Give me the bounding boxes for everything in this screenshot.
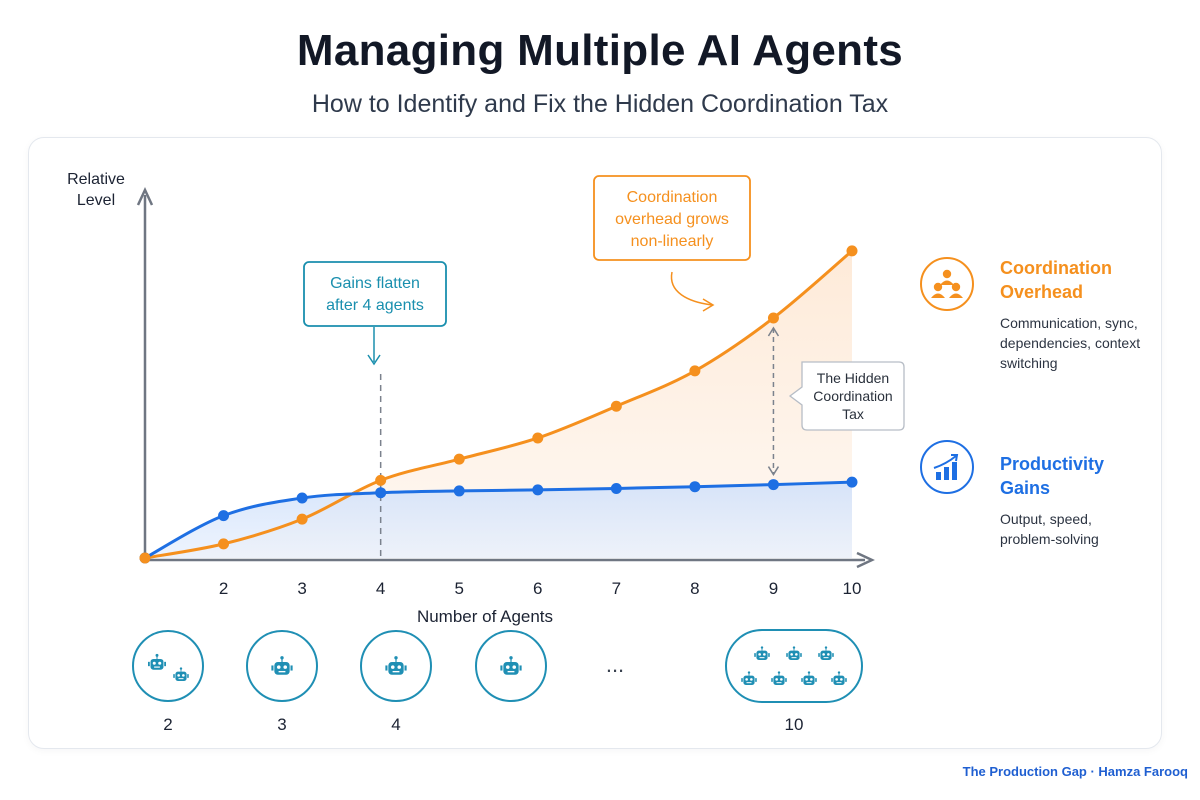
overhead-point-8	[689, 365, 701, 377]
legend-overhead-desc-2: dependencies, context	[1000, 335, 1141, 351]
agent-group-label-3: 3	[277, 715, 286, 734]
gains-point-6	[532, 484, 544, 496]
robot-icon	[754, 646, 770, 660]
hidden-tax-arrow-bottom	[767, 466, 780, 476]
legend-gains-desc-2: problem-solving	[1000, 531, 1099, 547]
x-tick-label-5: 5	[454, 579, 463, 598]
hidden-tax-arrow-top	[767, 326, 780, 337]
gains-point-8	[689, 481, 701, 493]
legend-gains-title-2: Gains	[1000, 478, 1051, 498]
robot-icon	[831, 671, 847, 685]
legend-overhead-title-1: Coordination	[1000, 258, 1112, 278]
x-tick-label-4: 4	[376, 579, 385, 598]
robot-icon	[173, 667, 189, 681]
legend-overhead-desc-1: Communication, sync,	[1000, 315, 1138, 331]
legend-overhead-desc-3: switching	[1000, 355, 1058, 371]
overhead-growth-callout: Coordination overhead grows non-linearly	[593, 175, 751, 312]
agent-group-label-10: 10	[785, 715, 804, 734]
robot-icon	[818, 646, 834, 660]
agent-group-4: 4	[360, 630, 432, 734]
legend-gains-title-1: Productivity	[1000, 454, 1105, 474]
overhead-point-2	[218, 538, 230, 550]
people-hierarchy-icon	[920, 257, 974, 311]
gains-point-9	[767, 479, 779, 491]
overhead-point-6	[532, 432, 544, 444]
overhead-point-9	[767, 312, 779, 324]
overhead-point-5	[453, 453, 465, 465]
agent-group-label-2: 2	[163, 715, 172, 734]
y-axis	[136, 187, 154, 560]
agent-groups-row: 2 3 4 10	[132, 629, 863, 734]
agent-group-10: 10	[725, 629, 863, 734]
gains-flatten-text-1: Gains flatten	[330, 275, 420, 292]
gains-area	[145, 482, 852, 558]
overhead-point-4	[375, 474, 387, 486]
gains-series-line	[144, 480, 853, 560]
robot-icon	[771, 671, 787, 685]
footer-credit: The Production Gap · Hamza Farooq	[962, 764, 1188, 779]
hidden-tax-callout: The Hidden Coordination Tax	[788, 361, 905, 431]
robot-icon	[271, 656, 293, 675]
x-tick-label-2: 2	[219, 579, 228, 598]
overhead-series-line	[144, 249, 853, 560]
agent-ellipsis: ...	[606, 652, 624, 677]
gains-point-2	[218, 510, 230, 522]
gains-point-3	[296, 492, 308, 504]
y-axis-label-line-1: Relative	[67, 171, 125, 188]
hidden-tax-text-2: Coordination	[813, 388, 892, 404]
overhead-points	[139, 245, 858, 564]
agent-group-2: 2	[132, 630, 204, 734]
gains-point-5	[453, 485, 465, 497]
robot-icon	[786, 646, 802, 660]
overhead-point-1	[139, 552, 151, 564]
gains-flatten-callout: Gains flatten after 4 agents	[303, 261, 447, 366]
gains-point-10	[846, 476, 858, 488]
overhead-point-7	[610, 400, 622, 412]
robot-icon	[500, 656, 522, 675]
x-axis-label: Number of Agents	[417, 607, 553, 626]
overhead-growth-text-2: overhead grows	[615, 211, 729, 228]
robot-icon	[801, 671, 817, 685]
legend-overhead-title-2: Overhead	[1000, 282, 1084, 302]
gains-flatten-text-2: after 4 agents	[326, 297, 424, 314]
overhead-point-3	[296, 513, 308, 525]
legend-gains-desc-1: Output, speed,	[1000, 511, 1092, 527]
bar-chart-growth-icon	[920, 440, 974, 494]
gains-point-4	[375, 487, 387, 499]
x-tick-label-9: 9	[769, 579, 778, 598]
page-title: Managing Multiple AI Agents	[296, 26, 904, 75]
robot-icon	[385, 656, 407, 675]
x-axis	[145, 551, 875, 569]
hidden-tax-text-1: The Hidden	[817, 370, 889, 386]
agent-group-more	[475, 630, 547, 702]
overhead-point-10	[846, 245, 858, 257]
agent-group-label-4: 4	[391, 715, 400, 734]
overhead-area	[145, 250, 852, 558]
gains-point-7	[610, 482, 622, 494]
x-tick-label-7: 7	[612, 579, 621, 598]
hidden-tax-text-3: Tax	[842, 406, 864, 422]
overhead-growth-text-3: non-linearly	[631, 233, 714, 250]
x-tick-label-8: 8	[690, 579, 699, 598]
robot-icon	[741, 671, 757, 685]
x-tick-labels: 2 3 4 5 6 7 8 9 10	[219, 579, 862, 598]
overhead-growth-text-1: Coordination	[627, 189, 718, 206]
agent-group-3: 3	[246, 630, 318, 734]
y-axis-label-line-2: Level	[77, 192, 115, 209]
x-tick-label-10: 10	[843, 579, 862, 598]
x-tick-label-6: 6	[533, 579, 542, 598]
robot-icon	[148, 653, 166, 670]
page-subtitle: How to Identify and Fix the Hidden Coord…	[311, 90, 889, 118]
x-tick-label-3: 3	[297, 579, 306, 598]
